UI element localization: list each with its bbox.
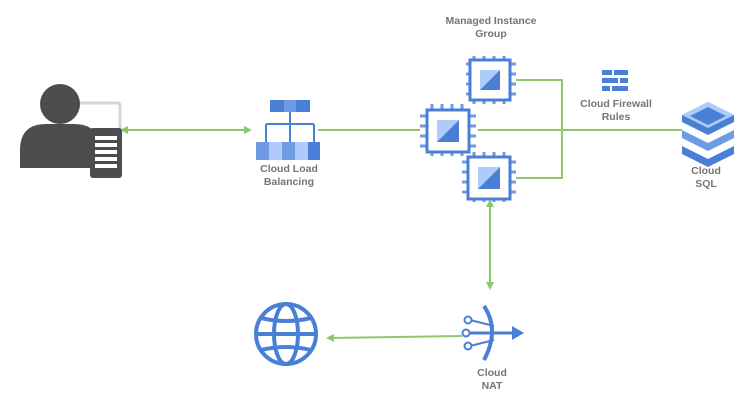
connector-nat-to-internet bbox=[326, 333, 463, 342]
label-cloud-nat-line1: Cloud bbox=[477, 367, 507, 379]
connectors bbox=[120, 79, 682, 342]
label-cloud-load-balancing-line2: Balancing bbox=[263, 176, 315, 188]
label-cloud-load-balancing: Cloud Load Balancing bbox=[244, 163, 334, 189]
connector-instance-top-to-bus bbox=[516, 79, 563, 130]
label-cloud-load-balancing-line1: Cloud Load bbox=[260, 163, 318, 175]
phone-screen-line-1 bbox=[95, 136, 117, 140]
label-cloud-sql-line1: Cloud bbox=[691, 165, 721, 177]
label-managed-instance-group-line1: Managed Instance bbox=[445, 15, 537, 27]
firewall-icon bbox=[602, 70, 628, 91]
label-cloud-sql-line2: SQL bbox=[695, 178, 717, 190]
cloud-load-balancing-icon bbox=[256, 100, 320, 160]
user-with-phone-icon bbox=[20, 84, 122, 178]
label-cloud-firewall-rules-line1: Cloud Firewall bbox=[580, 98, 652, 110]
connector-instance-bottom-to-bus bbox=[516, 130, 563, 179]
label-cloud-sql: Cloud SQL bbox=[676, 165, 736, 191]
phone-screen-line-5 bbox=[95, 164, 117, 168]
phone-screen-line-3 bbox=[95, 150, 117, 154]
compute-chip-icon-bottom bbox=[462, 152, 516, 202]
compute-chip-icon-top bbox=[466, 56, 516, 104]
phone-screen-line-2 bbox=[95, 143, 117, 147]
label-managed-instance-group-line2: Group bbox=[475, 28, 507, 40]
globe-icon bbox=[254, 302, 318, 366]
compute-chip-icon-middle bbox=[420, 104, 476, 156]
label-managed-instance-group: Managed Instance Group bbox=[436, 15, 546, 41]
label-cloud-nat: Cloud NAT bbox=[462, 367, 522, 393]
user-head bbox=[40, 84, 80, 124]
user-body bbox=[20, 124, 100, 168]
cloud-sql-icon bbox=[682, 102, 734, 167]
phone-screen-line-4 bbox=[95, 157, 117, 161]
label-cloud-firewall-rules-line2: Rules bbox=[601, 111, 631, 123]
label-cloud-firewall-rules: Cloud Firewall Rules bbox=[568, 98, 664, 124]
cloud-nat-icon bbox=[461, 304, 524, 361]
label-cloud-nat-line2: NAT bbox=[481, 380, 503, 392]
